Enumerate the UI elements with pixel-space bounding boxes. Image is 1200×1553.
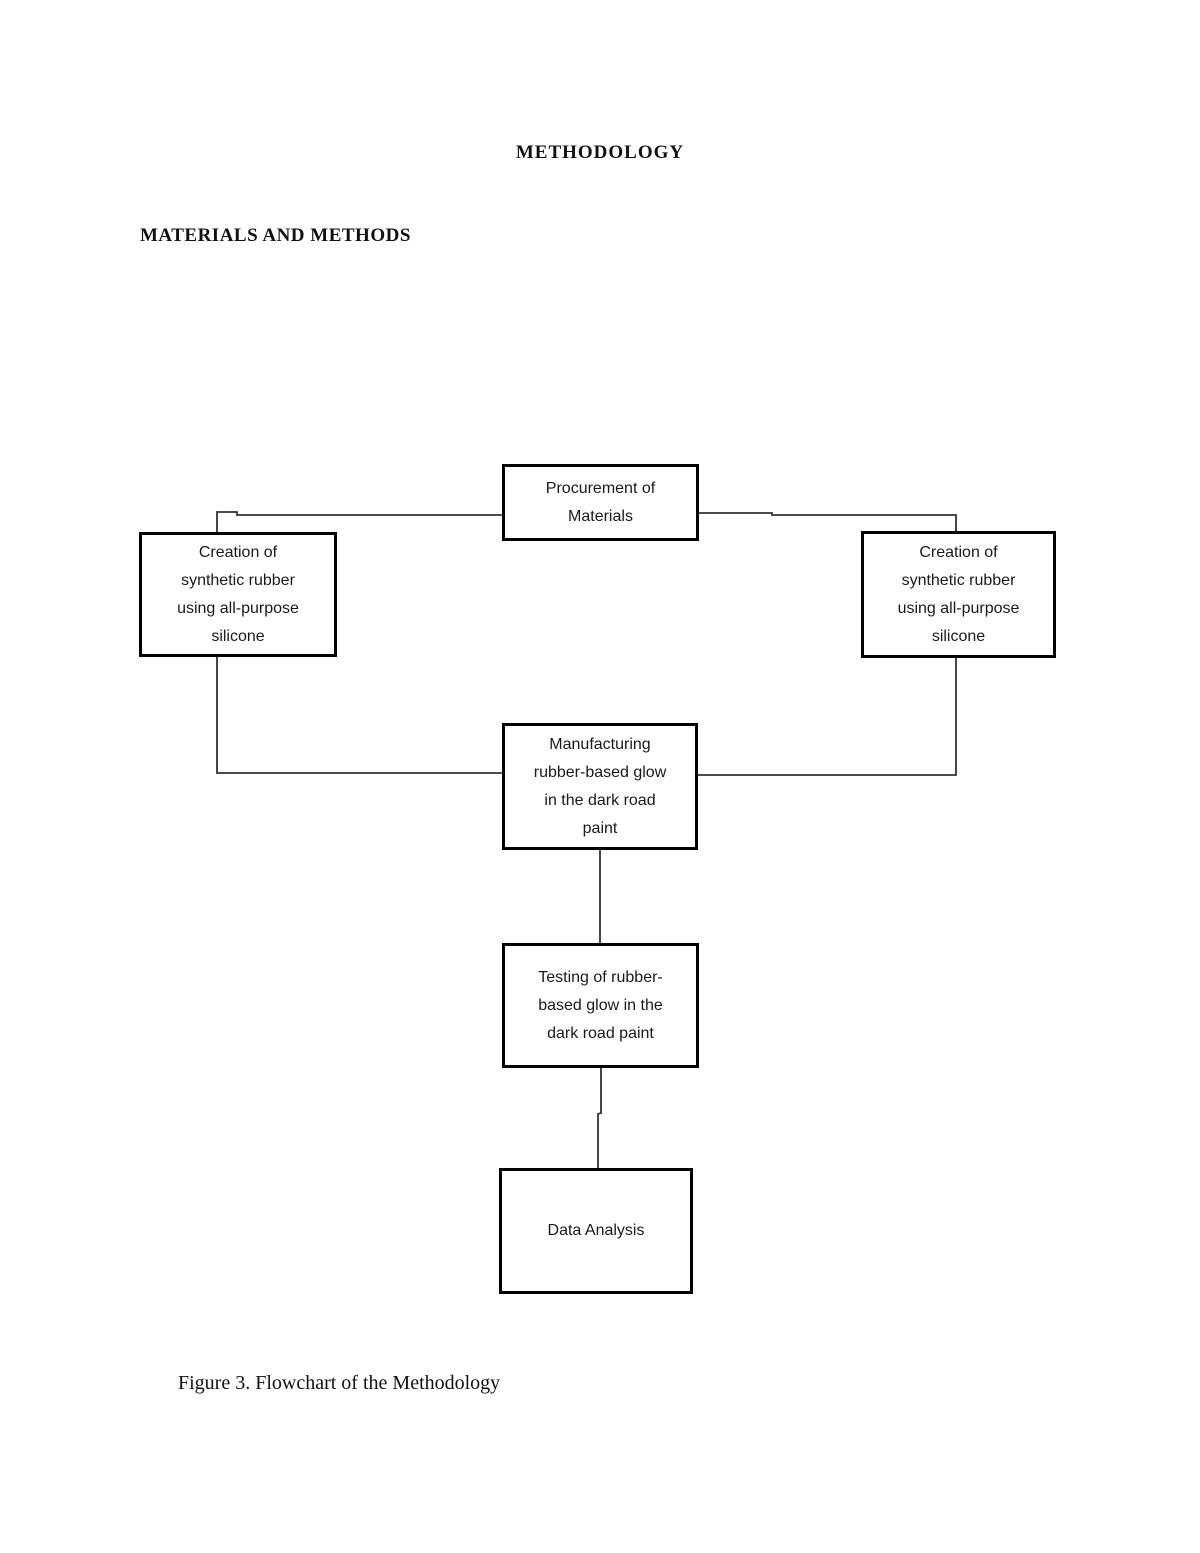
flow-node-manufacturing-label: Manufacturing rubber-based glow in the d…: [533, 735, 667, 837]
figure-caption: Figure 3. Flowchart of the Methodology: [178, 1372, 501, 1394]
flow-node-testing-label: Testing of rubber- based glow in the dar…: [538, 968, 663, 1042]
flow-node-procurement: Procurement of Materials: [502, 464, 699, 541]
flow-node-manufacturing: Manufacturing rubber-based glow in the d…: [502, 723, 698, 850]
flow-node-procurement-label: Procurement of Materials: [545, 479, 656, 525]
flow-node-creation-right-label: Creation of synthetic rubber using all-p…: [897, 543, 1020, 645]
connector-creation-left-to-manufacturing: [216, 657, 502, 774]
connector-procurement-to-creation-right: [699, 512, 957, 531]
flow-node-data-analysis-label: Data Analysis: [547, 1222, 645, 1239]
flow-node-creation-synthetic-rubber-left: Creation of synthetic rubber using all-p…: [139, 532, 337, 657]
connector-creation-right-to-manufacturing: [698, 658, 957, 776]
flow-node-creation-synthetic-rubber-right: Creation of synthetic rubber using all-p…: [861, 531, 1056, 658]
flow-node-testing: Testing of rubber- based glow in the dar…: [502, 943, 699, 1068]
page-title: METHODOLOGY: [515, 142, 685, 163]
section-heading: MATERIALS AND METHODS: [140, 225, 411, 246]
connector-procurement-to-creation-left: [216, 511, 502, 532]
flow-node-data-analysis: Data Analysis: [499, 1168, 693, 1294]
connector-testing-to-data-analysis: [597, 1068, 602, 1168]
flow-node-creation-left-label: Creation of synthetic rubber using all-p…: [177, 543, 299, 645]
